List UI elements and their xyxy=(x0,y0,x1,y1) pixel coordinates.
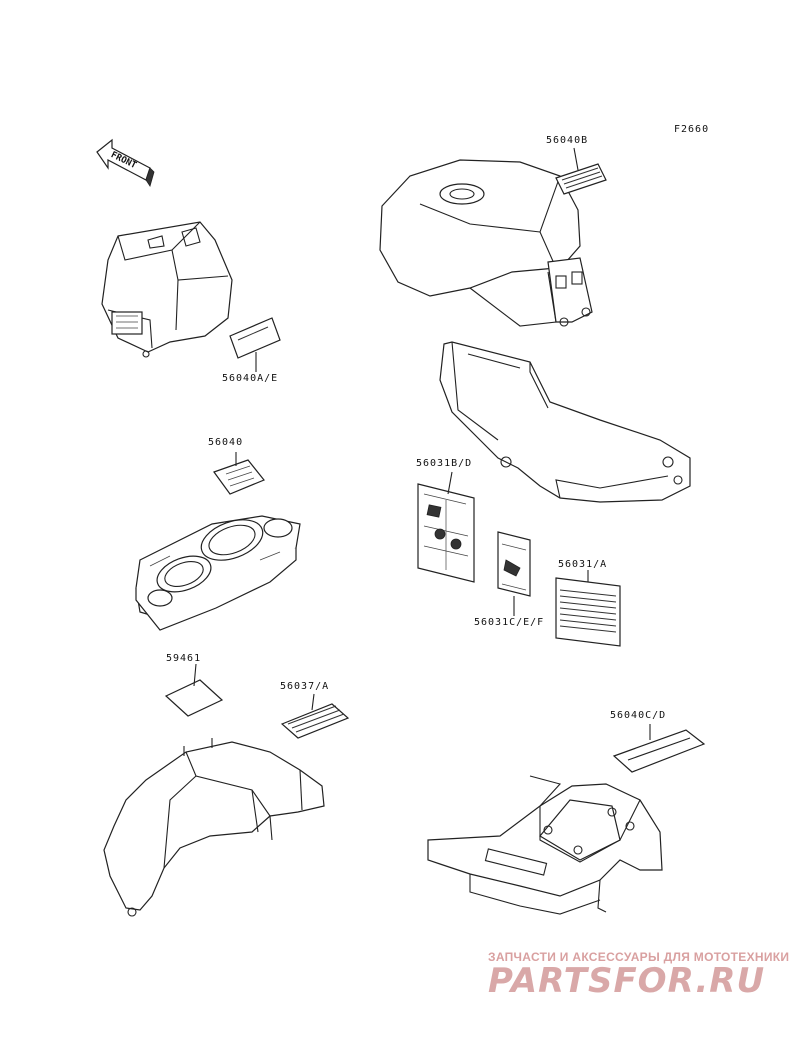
part-label-59461: 59461 xyxy=(166,653,202,664)
decal-56031C-E-F xyxy=(497,531,531,616)
instrument-cluster-part xyxy=(135,515,301,631)
decal-56031A xyxy=(555,570,621,647)
decal-56037A xyxy=(280,693,350,739)
rear-fender-part xyxy=(103,738,325,917)
part-label-56040C-D: 56040C/D xyxy=(610,710,667,721)
part-label-56040B: 56040B xyxy=(546,135,589,146)
figure-code: F2660 xyxy=(674,124,710,135)
decal-56040C-D xyxy=(612,724,706,773)
decal-56040B xyxy=(555,147,607,195)
decal-56040A-E xyxy=(229,317,281,372)
part-label-56040: 56040 xyxy=(208,437,244,448)
tail-cowl-part xyxy=(427,775,663,915)
part-label-56031A: 56031/A xyxy=(558,559,608,570)
part-label-56031B-D: 56031B/D xyxy=(416,458,473,469)
decal-59461 xyxy=(164,663,224,717)
part-label-56037A: 56037/A xyxy=(280,681,330,692)
front-arrow-icon: FRONT xyxy=(96,138,155,187)
headlight-cowl-part xyxy=(101,221,233,358)
watermark-tagline: ЗАПЧАСТИ И АКСЕССУАРЫ ДЛЯ МОТОТЕХНИКИ xyxy=(488,950,790,964)
part-label-56031C-E-F: 56031C/E/F xyxy=(474,617,545,628)
part-label-56040A-E: 56040A/E xyxy=(222,373,279,384)
decal-56040 xyxy=(213,452,265,495)
watermark-logo: PARTSFOR.RU xyxy=(488,961,766,1001)
side-panel-part xyxy=(439,341,691,503)
decal-56031B-D xyxy=(417,471,475,583)
fuel-tank-part xyxy=(379,159,593,327)
